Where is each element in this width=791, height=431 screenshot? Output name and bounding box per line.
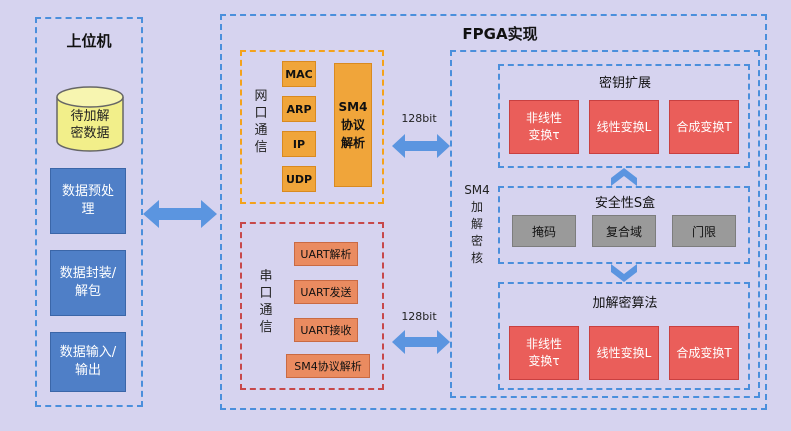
host-box-preprocess: 数据预处 理 [50, 168, 126, 234]
key-composite-transform: 合成变换T [669, 100, 739, 154]
serial-core-arrow [392, 330, 450, 354]
key-expansion-container [498, 64, 750, 168]
chevron-up-icon [611, 168, 637, 186]
key-linear-transform: 线性变换L [589, 100, 659, 154]
chevron-down-icon [611, 264, 637, 282]
protocol-ip: IP [282, 131, 316, 157]
key-nonlinear-transform: 非线性 变换τ [509, 100, 579, 154]
bus-width-top: 128bit [401, 112, 437, 125]
fpga-title: FPGA实现 [462, 25, 538, 43]
net-core-arrow [392, 134, 450, 158]
host-title: 上位机 [66, 32, 112, 50]
net-comm-label: 网 口 通 信 [254, 89, 268, 155]
fpga-container [220, 14, 767, 410]
sbox-title: 安全性S盒 [594, 196, 656, 211]
alg-linear-transform: 线性变换L [589, 326, 659, 380]
sm4-core-container [450, 50, 760, 398]
protocol-udp: UDP [282, 166, 316, 192]
host-container [35, 17, 143, 407]
key-expansion-title: 密钥扩展 [598, 76, 651, 91]
net-sm4-parser: SM4 协议 解析 [334, 63, 372, 187]
sbox-composite-field: 复合域 [592, 215, 656, 247]
alg-nonlinear-transform: 非线性 变换τ [509, 326, 579, 380]
serial-comm-label: 串 口 通 信 [259, 269, 273, 335]
serial-sm4-parser: SM4协议解析 [286, 354, 370, 378]
sbox-threshold: 门限 [672, 215, 736, 247]
net-comm-container [240, 50, 384, 204]
algorithm-title: 加解密算法 [592, 296, 658, 311]
uart-receive: UART接收 [294, 318, 358, 342]
host-box-pack: 数据封装/ 解包 [50, 250, 126, 316]
host-fpga-arrow [143, 200, 217, 228]
sbox-mask: 掩码 [512, 215, 576, 247]
protocol-arp: ARP [282, 96, 316, 122]
algorithm-container [498, 282, 750, 390]
alg-composite-transform: 合成变换T [669, 326, 739, 380]
uart-parse: UART解析 [294, 242, 358, 266]
uart-send: UART发送 [294, 280, 358, 304]
serial-comm-container [240, 222, 384, 390]
protocol-mac: MAC [282, 61, 316, 87]
bus-width-bottom: 128bit [401, 310, 437, 323]
sm4-core-label: SM4 加 解 密 核 [464, 183, 490, 265]
sbox-container [498, 186, 750, 264]
host-box-io: 数据输入/ 输出 [50, 332, 126, 392]
database-icon [56, 86, 124, 152]
database-label: 待加解 密数据 [70, 109, 110, 141]
